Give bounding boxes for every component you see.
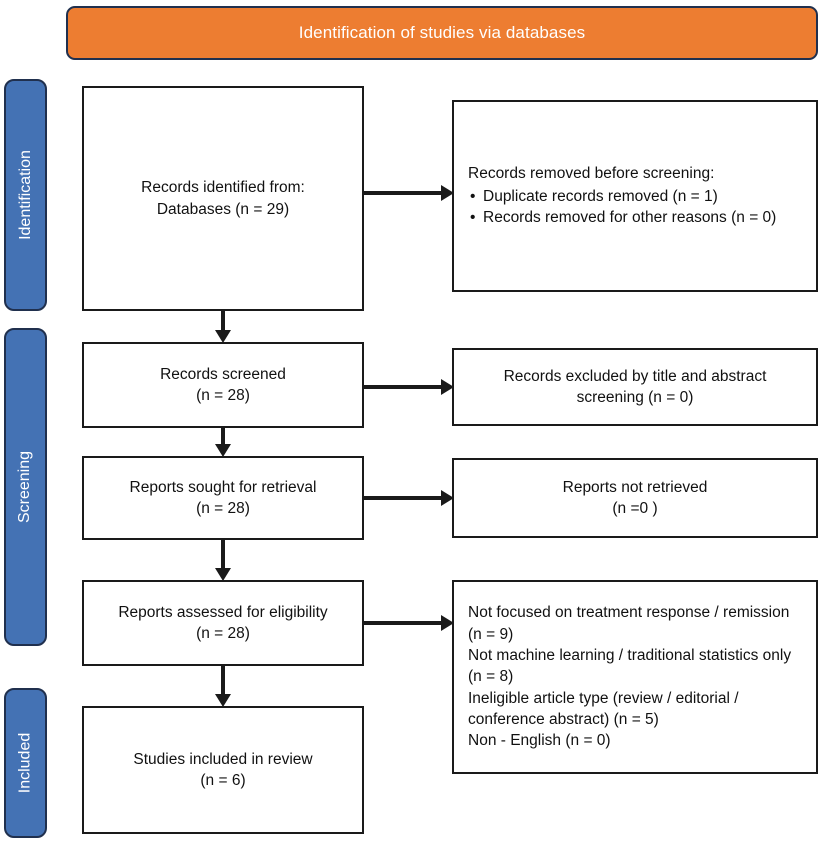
arrow-head bbox=[441, 379, 454, 395]
exclusion-reason: Non - English (n = 0) bbox=[468, 732, 611, 750]
arrow-assessed-to-included bbox=[207, 666, 239, 707]
records-identified-line-2: Databases (n = 29) bbox=[156, 200, 290, 218]
box-records-identified: Records identified from: Databases (n = … bbox=[82, 86, 364, 311]
stage-tab-identification-label: Identification bbox=[16, 150, 34, 240]
box-exclusion-reasons: Not focused on treatment response / remi… bbox=[452, 580, 818, 774]
list-item: Duplicate records removed (n = 1) bbox=[468, 186, 802, 208]
reports-not-retrieved-line-1: Reports not retrieved bbox=[562, 478, 708, 496]
arrow-shaft bbox=[221, 311, 225, 331]
stage-tab-screening-label: Screening bbox=[16, 450, 34, 524]
box-records-screened: Records screened (n = 28) bbox=[82, 342, 364, 428]
arrow-shaft bbox=[364, 385, 444, 389]
box-reports-assessed: Reports assessed for eligibility (n = 28… bbox=[82, 580, 364, 666]
records-removed-heading: Records removed before screening: bbox=[468, 165, 715, 183]
header-banner-title: Identification of studies via databases bbox=[298, 23, 586, 42]
arrow-head bbox=[215, 330, 231, 343]
studies-included-line-2: (n = 6) bbox=[200, 772, 246, 789]
reports-not-retrieved-line-2: (n =0 ) bbox=[612, 500, 658, 517]
exclusion-reason: Ineligible article type (review / editor… bbox=[468, 689, 739, 729]
reports-sought-line-2: (n = 28) bbox=[196, 500, 250, 517]
records-excluded-line-1: Records excluded by title and abstract bbox=[503, 367, 767, 385]
exclusion-reason: Not focused on treatment response / remi… bbox=[468, 604, 790, 643]
records-excluded-line-2: screening (n = 0) bbox=[576, 389, 694, 406]
arrow-head bbox=[441, 490, 454, 506]
arrow-shaft bbox=[364, 621, 444, 625]
arrow-head bbox=[215, 694, 231, 707]
arrow-screened-to-excluded bbox=[364, 377, 454, 397]
studies-included-line-1: Studies included in review bbox=[133, 750, 313, 768]
records-screened-line-2: (n = 28) bbox=[196, 387, 250, 404]
stage-tab-included-label: Included bbox=[16, 732, 34, 794]
reports-sought-line-1: Reports sought for retrieval bbox=[129, 478, 317, 496]
arrow-head bbox=[215, 444, 231, 457]
records-removed-list: Duplicate records removed (n = 1) Record… bbox=[468, 186, 802, 229]
arrow-shaft bbox=[221, 666, 225, 695]
reports-assessed-line-2: (n = 28) bbox=[196, 625, 250, 642]
box-reports-sought: Reports sought for retrieval (n = 28) bbox=[82, 456, 364, 540]
arrow-assessed-to-reasons bbox=[364, 613, 454, 633]
stage-tab-screening: Screening bbox=[4, 328, 47, 646]
exclusion-reason: Not machine learning / traditional stati… bbox=[468, 646, 792, 686]
arrow-shaft bbox=[221, 428, 225, 445]
box-records-excluded: Records excluded by title and abstract s… bbox=[452, 348, 818, 426]
arrow-head bbox=[215, 568, 231, 581]
arrow-identified-to-screened bbox=[207, 311, 239, 343]
arrow-head bbox=[441, 185, 454, 201]
arrow-screened-to-sought bbox=[207, 428, 239, 457]
header-banner: Identification of studies via databases bbox=[66, 6, 818, 60]
box-records-removed: Records removed before screening: Duplic… bbox=[452, 100, 818, 292]
arrow-shaft bbox=[221, 540, 225, 569]
arrow-shaft bbox=[364, 191, 444, 195]
reports-assessed-line-1: Reports assessed for eligibility bbox=[118, 603, 328, 621]
records-identified-line-1: Records identified from: bbox=[141, 179, 305, 197]
arrow-sought-to-not-retrieved bbox=[364, 488, 454, 508]
box-reports-not-retrieved: Reports not retrieved (n =0 ) bbox=[452, 458, 818, 538]
list-item: Records removed for other reasons (n = 0… bbox=[468, 207, 802, 229]
stage-tab-included: Included bbox=[4, 688, 47, 838]
stage-tab-identification: Identification bbox=[4, 79, 47, 311]
arrow-sought-to-assessed bbox=[207, 540, 239, 581]
arrow-shaft bbox=[364, 496, 444, 500]
arrow-head bbox=[441, 615, 454, 631]
arrow-identified-to-removed bbox=[364, 183, 454, 203]
box-studies-included: Studies included in review (n = 6) bbox=[82, 706, 364, 834]
records-screened-line-1: Records screened bbox=[160, 365, 286, 383]
